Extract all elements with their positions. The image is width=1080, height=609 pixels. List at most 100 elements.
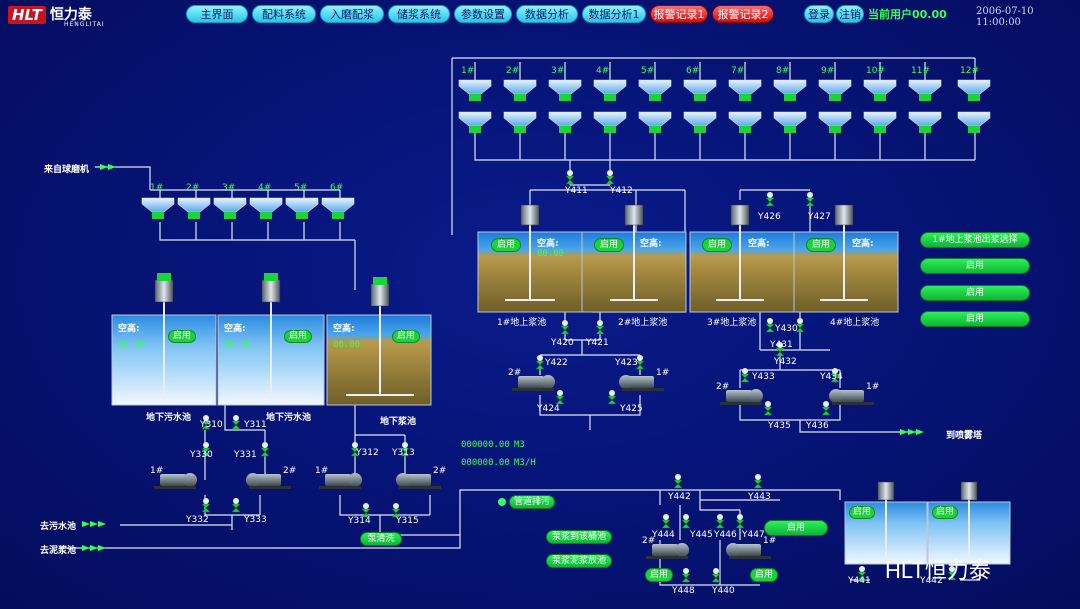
- slurry-to-pool-button[interactable]: 泵浆到该桶池: [546, 530, 612, 544]
- pump-right-2[interactable]: [720, 389, 763, 405]
- bottom-tank-2-enable[interactable]: 启用: [932, 506, 958, 519]
- valve-mid-6[interactable]: [635, 355, 645, 370]
- ground-tank-4-empty-height: 空高:: [852, 239, 874, 249]
- tank-1-enable[interactable]: 启用: [168, 330, 196, 343]
- nav-alarm-log-2[interactable]: 报警记录2: [712, 5, 774, 23]
- valve-bottom-7[interactable]: [681, 568, 691, 583]
- valve-mid-4[interactable]: [595, 320, 605, 335]
- valve-bottom-6[interactable]: [735, 514, 745, 529]
- valve-right-5[interactable]: [775, 342, 785, 357]
- left-hopper-label-4: 4#: [258, 183, 272, 193]
- pump-left-2[interactable]: [246, 473, 291, 489]
- ground-tank-4-enable[interactable]: 启用: [806, 238, 836, 252]
- ground-tank-3-enable[interactable]: 启用: [702, 238, 732, 252]
- pipe-drain-button[interactable]: 管道排污: [509, 495, 555, 509]
- valve-bottom-8[interactable]: [711, 568, 721, 583]
- valve-mid-3[interactable]: [560, 320, 570, 335]
- valve-bottom-4[interactable]: [681, 514, 691, 529]
- valve-bottom-10[interactable]: [947, 566, 957, 581]
- valve-right-6[interactable]: [740, 368, 750, 383]
- valve-right-9[interactable]: [821, 401, 831, 416]
- valve-right-2[interactable]: [805, 192, 815, 207]
- side-enable-2[interactable]: 启用: [920, 285, 1030, 301]
- pump-flush-button[interactable]: 泵清洗: [360, 532, 402, 546]
- valve-left-2[interactable]: [231, 415, 241, 430]
- ground-tank-1-empty-height: 空高:: [537, 239, 559, 249]
- valve-mid-2[interactable]: [605, 170, 615, 185]
- valve-bottom-2[interactable]: [753, 474, 763, 489]
- nav-data-analysis[interactable]: 数据分析: [516, 5, 578, 23]
- bottom-tank-1-enable[interactable]: 启用: [849, 506, 875, 519]
- tank-2-enable[interactable]: 启用: [284, 330, 312, 343]
- valve-bottom-4-label: Y445: [690, 530, 713, 540]
- nav-storage[interactable]: 储浆系统: [388, 5, 450, 23]
- pump-left-4[interactable]: [396, 473, 441, 489]
- valve-mid-5[interactable]: [535, 355, 545, 370]
- valve-right-4[interactable]: [795, 318, 805, 333]
- pump-bottom-1[interactable]: [726, 543, 771, 559]
- right-hopper-label-2: 2#: [506, 66, 520, 76]
- pump-right-1[interactable]: [829, 389, 874, 405]
- valve-right-3[interactable]: [765, 318, 775, 333]
- valve-right-7[interactable]: [830, 368, 840, 383]
- valve-left-6[interactable]: [231, 498, 241, 513]
- valve-bottom-9[interactable]: [857, 566, 867, 581]
- to-sewage-pool: 去污水池: [40, 522, 77, 532]
- pump-mid-2[interactable]: [512, 375, 555, 391]
- tank-1-outlet-select[interactable]: 1#地上浆池出浆选择: [920, 232, 1030, 248]
- logout-button[interactable]: 注销: [836, 5, 864, 23]
- nav-main[interactable]: 主界面: [186, 5, 248, 23]
- datetime: 2006-07-10 11:00:00: [976, 6, 1034, 28]
- ground-tank-2-empty-height: 空高:: [640, 239, 662, 249]
- left-hopper-label-1: 1#: [150, 183, 164, 193]
- valve-mid-1[interactable]: [565, 170, 575, 185]
- left-hopper-2: [177, 197, 211, 219]
- valve-left-3[interactable]: [201, 442, 211, 457]
- tank-1-empty-height-label: 空高:: [118, 324, 140, 334]
- ground-tank-1-label: 1#地上浆池: [497, 318, 547, 328]
- nav-batching[interactable]: 配料系统: [252, 5, 316, 23]
- ground-tank-1-enable[interactable]: 启用: [491, 238, 521, 252]
- right-hopper-bottom-12: [957, 111, 991, 133]
- bottom-pump-1-enable[interactable]: 启用: [750, 568, 778, 582]
- valve-right-8[interactable]: [763, 401, 773, 416]
- pump-left-3[interactable]: [319, 473, 362, 489]
- valve-bottom-3[interactable]: [661, 514, 671, 529]
- pump-bottom-2[interactable]: [646, 543, 689, 559]
- valve-left-9[interactable]: [361, 503, 371, 518]
- right-hopper-bottom-4: [593, 111, 627, 133]
- pump-bottom-1-label: 1#: [763, 536, 777, 546]
- pump-left-1[interactable]: [154, 473, 197, 489]
- bottom-pump-2-enable[interactable]: 启用: [645, 568, 673, 582]
- side-enable-1[interactable]: 启用: [920, 258, 1030, 274]
- valve-right-5-label: Y432: [774, 357, 797, 367]
- to-spray-tower: 到喷雾塔: [946, 431, 983, 441]
- valve-mid-7[interactable]: [555, 390, 565, 405]
- tank-3-enable[interactable]: 启用: [392, 330, 420, 343]
- valve-left-8[interactable]: [400, 442, 410, 457]
- slurry-mud-out-button[interactable]: 泵浆泥浆放池: [546, 554, 612, 568]
- ground-tank-2-enable[interactable]: 启用: [594, 238, 624, 252]
- right-hopper-bottom-8: [773, 111, 807, 133]
- valve-bottom-5[interactable]: [715, 514, 725, 529]
- nav-params[interactable]: 参数设置: [454, 5, 512, 23]
- valve-left-10[interactable]: [391, 503, 401, 518]
- ground-tank-3-empty-height: 空高:: [748, 239, 770, 249]
- tank-3-empty-height-label: 空高:: [333, 324, 355, 334]
- pump-right-2-label: 2#: [716, 382, 730, 392]
- valve-left-7[interactable]: [350, 442, 360, 457]
- valve-mid-8[interactable]: [607, 390, 617, 405]
- valve-left-5[interactable]: [201, 498, 211, 513]
- pump-mid-1[interactable]: [619, 375, 664, 391]
- valve-bottom-1[interactable]: [673, 474, 683, 489]
- right-hopper-top-5: [638, 79, 672, 101]
- side-enable-3[interactable]: 启用: [920, 311, 1030, 327]
- valve-left-4[interactable]: [260, 442, 270, 457]
- login-button[interactable]: 登录: [804, 5, 834, 23]
- valve-left-1[interactable]: [201, 415, 211, 430]
- nav-milling[interactable]: 入磨配浆: [320, 5, 384, 23]
- valve-right-1[interactable]: [765, 192, 775, 207]
- bottom-enable[interactable]: 启用: [764, 520, 828, 536]
- nav-data-analysis-1[interactable]: 数据分析1: [582, 5, 646, 23]
- nav-alarm-log-1[interactable]: 报警记录1: [650, 5, 708, 23]
